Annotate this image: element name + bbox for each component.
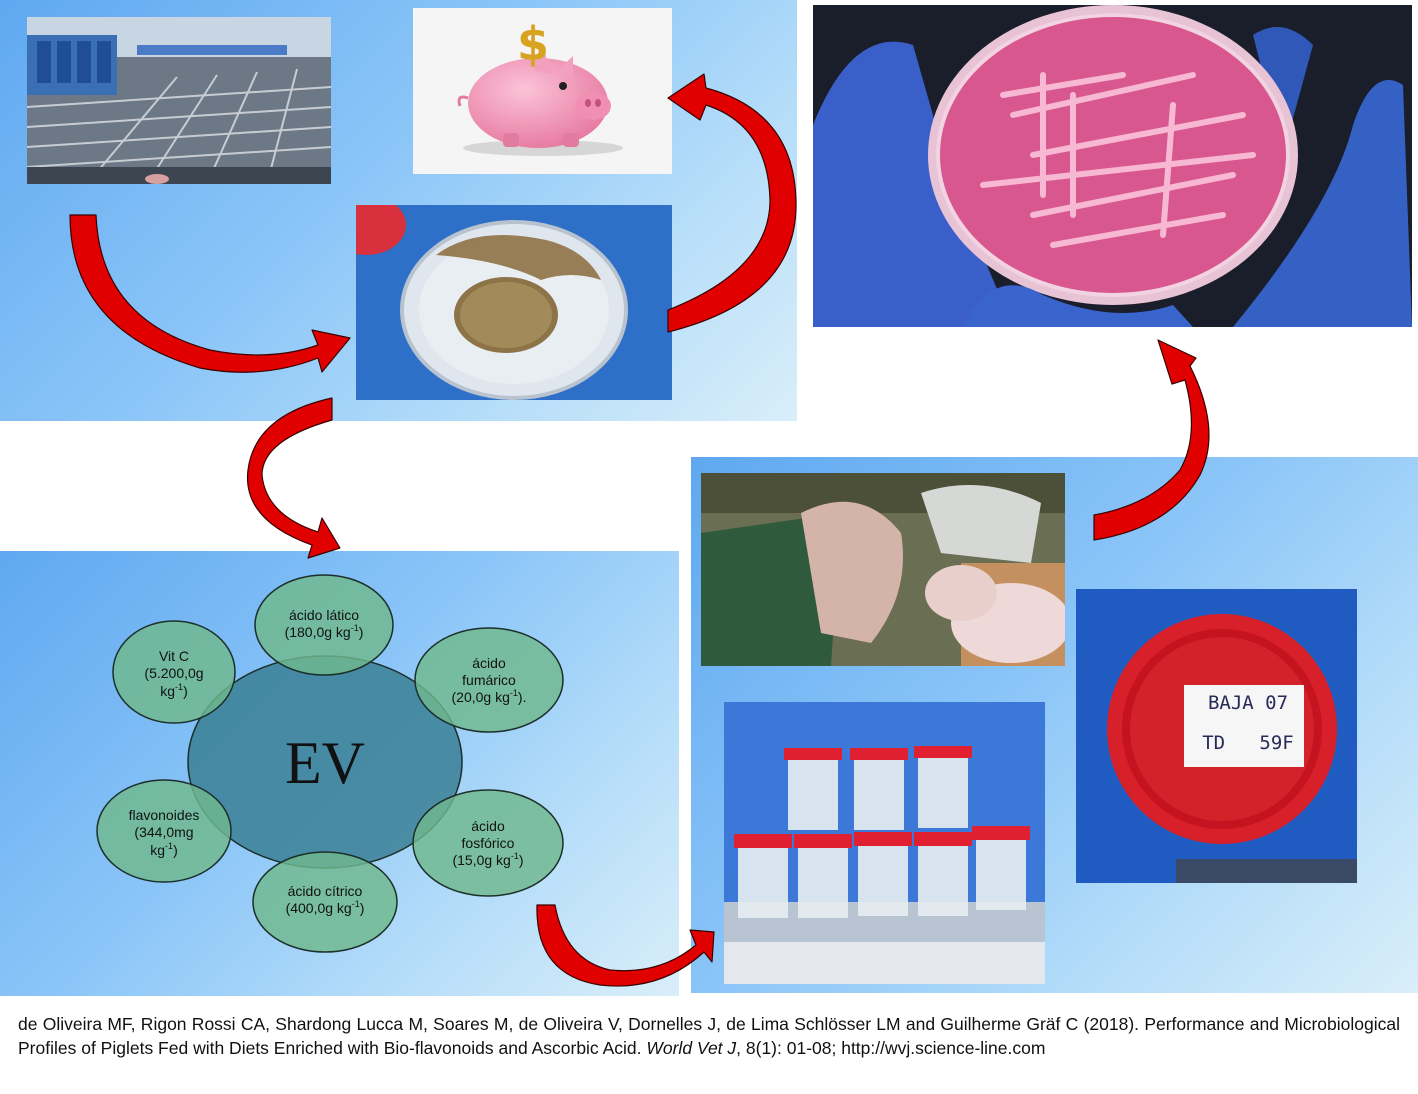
- fumaric-sup: -1: [510, 688, 518, 698]
- sample-cups-photo: [724, 702, 1045, 984]
- arrow-barn-to-dish: [69, 214, 351, 373]
- sample-cap-photo: [1076, 589, 1357, 883]
- vitc-name2: (5.200,0g: [144, 665, 203, 681]
- component-ellipse-lactic: [254, 574, 394, 676]
- arrow-dish-to-ev: [246, 397, 341, 559]
- svg-text:(180,0g kg-1): (180,0g kg-1): [285, 623, 364, 640]
- component-ellipse-citric: [252, 851, 398, 953]
- citric-dose: (400,0g kg: [286, 900, 352, 916]
- svg-text:kg-1): kg-1): [160, 682, 187, 699]
- dollar-sign-icon: $: [517, 17, 549, 71]
- citric-sup: -1: [352, 899, 360, 909]
- component-ellipse-vitc: [112, 620, 236, 724]
- vitc-name: Vit C: [159, 648, 189, 664]
- svg-text:(20,0g kg-1).: (20,0g kg-1).: [452, 688, 527, 705]
- svg-text:kg-1): kg-1): [150, 841, 177, 858]
- lactic-tail: ): [359, 624, 364, 640]
- citric-name: ácido cítrico: [288, 883, 363, 899]
- component-ellipse-flavonoids: [96, 779, 232, 883]
- phosphoric-tail: ): [519, 852, 524, 868]
- vitc-sup: -1: [175, 682, 183, 692]
- phosphoric-sup: -1: [511, 851, 519, 861]
- component-ellipse-phosphoric: [412, 789, 564, 897]
- piggy-bank-icon: $: [457, 17, 623, 156]
- svg-text:$: $: [517, 17, 549, 71]
- svg-text:(15,0g kg-1): (15,0g kg-1): [452, 851, 523, 868]
- svg-text:(400,0g kg-1): (400,0g kg-1): [286, 899, 365, 916]
- lactic-name: ácido lático: [289, 607, 359, 623]
- feed-dish-photo: [356, 205, 672, 400]
- petri-dish-culture-photo: [813, 5, 1412, 327]
- citation-authors: de Oliveira MF, Rigon Rossi CA, Shardong…: [18, 1014, 1400, 1058]
- fumaric-name2: fumárico: [462, 672, 516, 688]
- arrow-dish-to-piggy: [667, 73, 797, 333]
- citric-tail: ): [360, 900, 365, 916]
- citation-details: , 8(1): 01-08; http://wvj.science-line.c…: [736, 1038, 1046, 1058]
- vitc-tail: ): [183, 683, 188, 699]
- sample-label-line1: BAJA 07: [1207, 692, 1289, 714]
- flavonoids-name2: (344,0mg: [134, 824, 193, 840]
- component-ellipse-fumaric: [414, 627, 564, 733]
- ev-center-label: EV: [285, 730, 365, 796]
- fumaric-name: ácido: [472, 655, 506, 671]
- flavonoids-dose: kg: [150, 842, 165, 858]
- citation: de Oliveira MF, Rigon Rossi CA, Shardong…: [18, 1012, 1400, 1060]
- citation-journal: World Vet J: [646, 1038, 737, 1058]
- flavonoids-name: flavonoides: [129, 807, 200, 823]
- phosphoric-name2: fosfórico: [462, 835, 515, 851]
- piggy-bank-photo: $: [413, 8, 672, 174]
- pig-barn-photo: [27, 17, 331, 184]
- lactic-sup: -1: [351, 623, 359, 633]
- lactic-dose: (180,0g kg: [285, 624, 351, 640]
- piglet-sampling-photo: [701, 473, 1065, 666]
- sample-label-line2: TD 59F: [1202, 732, 1294, 754]
- flavonoids-tail: ): [173, 842, 178, 858]
- fumaric-dose: (20,0g kg: [452, 689, 510, 705]
- phosphoric-name: ácido: [471, 818, 505, 834]
- arrow-ev-to-cups: [536, 904, 715, 987]
- vitc-dose: kg: [160, 683, 175, 699]
- arrow-sampling-to-culture: [1093, 339, 1210, 541]
- phosphoric-dose: (15,0g kg: [452, 852, 510, 868]
- fumaric-tail: ).: [518, 689, 527, 705]
- flavonoids-sup: -1: [165, 841, 173, 851]
